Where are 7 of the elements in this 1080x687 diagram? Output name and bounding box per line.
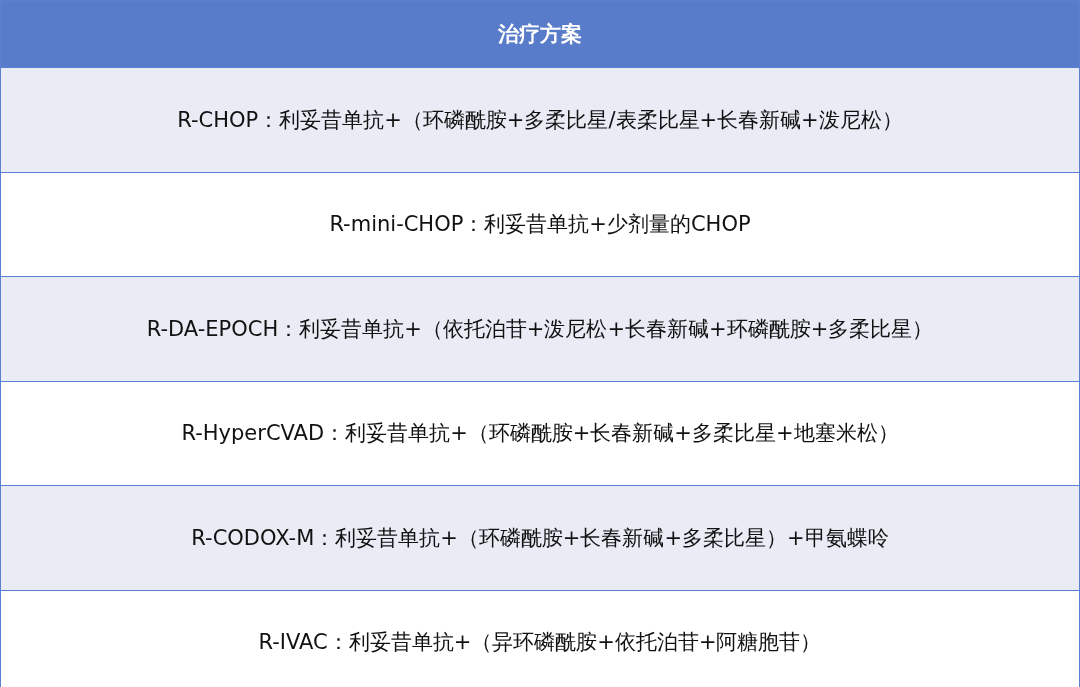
table-cell: R-HyperCVAD：利妥昔单抗+（环磷酰胺+长春新碱+多柔比星+地塞米松） [0, 381, 1080, 486]
table-cell: R-DA-EPOCH：利妥昔单抗+（依托泊苷+泼尼松+长春新碱+环磷酰胺+多柔比星） [0, 276, 1080, 381]
header-cell: 治疗方案 [0, 0, 1080, 68]
table-cell: R-CHOP：利妥昔单抗+（环磷酰胺+多柔比星/表柔比星+长春新碱+泼尼松） [0, 67, 1080, 172]
table-cell: R-mini-CHOP：利妥昔单抗+少剂量的CHOP [0, 172, 1080, 277]
table-cell: R-IVAC：利妥昔单抗+（异环磷酰胺+依托泊苷+阿糖胞苷） [0, 590, 1080, 687]
table-cell: R-CODOX-M：利妥昔单抗+（环磷酰胺+长春新碱+多柔比星）+甲氨蝶呤 [0, 485, 1080, 590]
